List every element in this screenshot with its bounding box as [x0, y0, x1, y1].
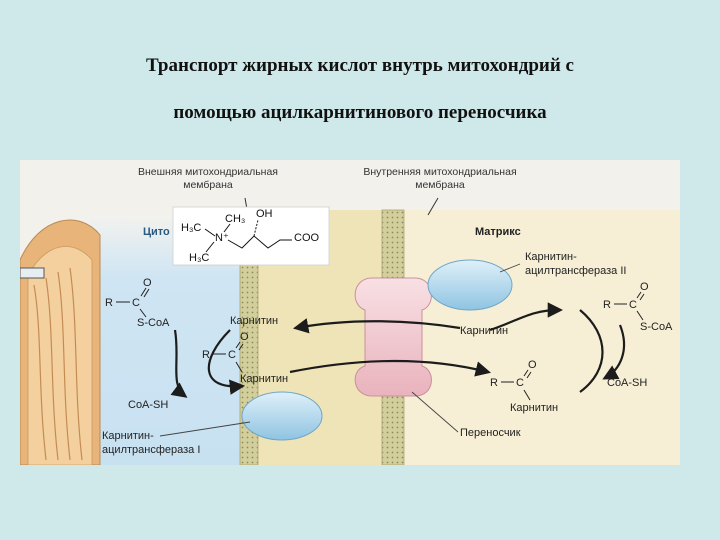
svg-text:O: O: [528, 359, 537, 371]
left-acyl-coa: O R C S-CoA: [105, 277, 170, 329]
slide-title-line-2: помощью ацилкарнитинового переносчика: [173, 102, 547, 123]
outer-membrane-label-2: мембрана: [183, 179, 233, 191]
enzyme-i-label-2: ацилтрансфераза I: [102, 444, 200, 456]
left-acylation-arrow: [207, 329, 246, 395]
right-acyl-carnitine: O R C Карнитин: [490, 359, 558, 414]
left-coa-release-arrow: [170, 329, 188, 398]
svg-text:COO: COO: [294, 232, 320, 244]
right-loop-arrow: [579, 309, 604, 393]
svg-text:C: C: [629, 299, 637, 311]
svg-text:R: R: [490, 377, 498, 389]
svg-text:S-CoA: S-CoA: [137, 317, 170, 329]
svg-text:R: R: [105, 297, 113, 309]
inner-membrane-pointer: [427, 197, 439, 216]
svg-text:C: C: [132, 297, 140, 309]
right-carnitine-arrow: [489, 302, 564, 332]
enzyme-ii-label-1: Карнитин-: [525, 251, 577, 263]
enzyme-ii-label-2: ацилтрансфераза II: [525, 265, 626, 277]
svg-text:OH: OH: [256, 208, 273, 220]
svg-text:N⁺: N⁺: [215, 232, 229, 244]
label-pointers: [159, 263, 521, 437]
svg-text:O: O: [640, 281, 649, 293]
svg-text:Карнитин: Карнитин: [510, 402, 558, 414]
inner-membrane-label-2: мембрана: [415, 179, 465, 191]
acylcarnitine-import-arrow: [289, 359, 491, 377]
matrix-region: [390, 210, 680, 465]
cytosol-label: Цито: [143, 226, 170, 238]
left-carnitine-label: Карнитин: [230, 315, 278, 327]
left-coa-sh-label: CoA-SH: [128, 399, 168, 411]
left-acyl-carnitine: O R C Карнитин: [202, 331, 288, 385]
mitochondrion-illustration: [20, 219, 101, 465]
svg-text:Карнитин: Карнитин: [240, 373, 288, 385]
carnitine-export-arrow: [292, 318, 461, 334]
carrier-label: Переносчик: [460, 427, 521, 439]
svg-text:H₃C: H₃C: [181, 222, 201, 234]
svg-text:R: R: [603, 299, 611, 311]
svg-text:CH₃: CH₃: [225, 213, 245, 225]
carnitine-shuttle-diagram: Внешняя митохондриальная мембрана Внутре…: [20, 160, 680, 465]
carnitine-structure: H₃C CH₃ OH N⁺ COO H₃C: [172, 206, 330, 266]
outer-membrane-label-1: Внешняя митохондриальная: [138, 166, 278, 178]
enzyme-cat-i: [241, 391, 323, 441]
matrix-label: Матрикс: [475, 226, 521, 238]
svg-text:C: C: [228, 349, 236, 361]
svg-text:C: C: [516, 377, 524, 389]
right-acyl-coa: O R C S-CoA: [603, 281, 673, 333]
right-coa-arrow: [602, 324, 625, 380]
inner-membrane-label-1: Внутренняя митохондриальная: [363, 166, 516, 178]
reaction-arrows: [170, 302, 625, 398]
acylcarnitine-carrier: [354, 277, 432, 397]
right-coa-sh-label: CoA-SH: [607, 377, 647, 389]
svg-text:O: O: [143, 277, 152, 289]
svg-text:R: R: [202, 349, 210, 361]
svg-text:S-CoA: S-CoA: [640, 321, 673, 333]
svg-text:O: O: [240, 331, 249, 343]
enzyme-i-label-1: Карнитин-: [102, 430, 154, 442]
slide-title-line-1: Транспорт жирных кислот внутрь митохондр…: [145, 55, 574, 76]
svg-text:H₃C: H₃C: [189, 252, 209, 264]
enzyme-cat-ii: [427, 259, 513, 311]
